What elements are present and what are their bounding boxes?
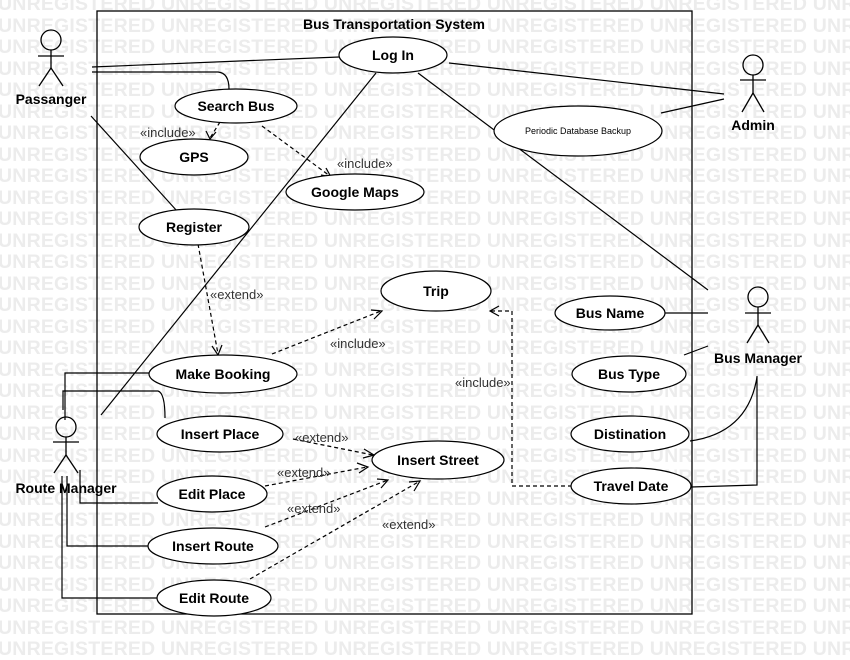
actor-label: Route Manager: [15, 480, 117, 496]
actor-label: Passanger: [16, 91, 87, 107]
use-case-bus-type[interactable]: Bus Type: [571, 355, 687, 393]
stick-figure-icon: [38, 29, 64, 87]
associations: [61, 56, 758, 599]
use-case-trip[interactable]: Trip: [380, 270, 492, 312]
use-case-google-maps[interactable]: Google Maps: [285, 173, 425, 211]
svg-text:Bus Name: Bus Name: [576, 305, 645, 321]
svg-text:Register: Register: [166, 219, 223, 235]
use-case-periodic-backup[interactable]: Periodic Database Backup: [493, 105, 663, 157]
stick-figure-icon: [745, 286, 771, 344]
stereo-extend-booking: «extend»: [210, 287, 264, 302]
actor-admin[interactable]: Admin: [731, 54, 775, 133]
svg-text:Distination: Distination: [594, 426, 666, 442]
stereo-include-gps: «include»: [140, 125, 196, 140]
svg-text:Search Bus: Search Bus: [197, 98, 274, 114]
svg-text:Bus Type: Bus Type: [598, 366, 660, 382]
actor-label: Bus Manager: [714, 350, 802, 366]
svg-text:GPS: GPS: [179, 149, 209, 165]
stick-figure-icon: [53, 416, 79, 474]
svg-text:Insert Route: Insert Route: [172, 538, 254, 554]
svg-text:Log In: Log In: [372, 47, 414, 63]
use-case-bus-name[interactable]: Bus Name: [554, 295, 666, 331]
svg-text:Trip: Trip: [423, 283, 449, 299]
svg-text:Periodic Database Backup: Periodic Database Backup: [525, 126, 631, 136]
use-case-destination[interactable]: Distination: [570, 415, 690, 453]
svg-text:Google Maps: Google Maps: [311, 184, 399, 200]
actor-route-manager[interactable]: Route Manager: [15, 416, 117, 496]
use-case-login[interactable]: Log In: [338, 36, 448, 74]
use-case-search-bus[interactable]: Search Bus: [174, 88, 298, 124]
svg-text:Travel Date: Travel Date: [594, 478, 669, 494]
use-case-insert-street[interactable]: Insert Street: [371, 440, 505, 480]
stereo-extend-editroute: «extend»: [382, 517, 436, 532]
stereo-extend-editplace: «extend»: [277, 465, 331, 480]
svg-text:Edit Place: Edit Place: [179, 486, 246, 502]
use-case-insert-route[interactable]: Insert Route: [147, 527, 279, 565]
stick-figure-icon: [740, 54, 766, 113]
stereo-include-trip: «include»: [330, 336, 386, 351]
use-case-travel-date[interactable]: Travel Date: [570, 467, 692, 505]
use-case-edit-route[interactable]: Edit Route: [156, 579, 272, 617]
use-case-make-booking[interactable]: Make Booking: [148, 354, 298, 394]
actor-label: Admin: [731, 117, 775, 133]
use-case-edit-place[interactable]: Edit Place: [156, 475, 268, 513]
svg-text:Edit Route: Edit Route: [179, 590, 249, 606]
stereotype-labels: «include» «include» «extend» «include» «…: [140, 125, 511, 532]
use-case-gps[interactable]: GPS: [139, 138, 249, 176]
actor-bus-manager[interactable]: Bus Manager: [714, 286, 803, 366]
dependencies: [197, 121, 572, 580]
svg-text:Insert Place: Insert Place: [181, 426, 260, 442]
stereo-extend-insertplace: «extend»: [295, 430, 349, 445]
svg-text:Insert Street: Insert Street: [397, 452, 479, 468]
system-title: Bus Transportation System: [303, 16, 485, 32]
actor-passenger[interactable]: Passanger: [16, 29, 87, 107]
stereo-include-maps: «include»: [337, 156, 393, 171]
stereo-include-traveldate: «include»: [455, 375, 511, 390]
stereo-extend-insertroute: «extend»: [287, 501, 341, 516]
use-case-insert-place[interactable]: Insert Place: [156, 415, 284, 453]
use-case-register[interactable]: Register: [138, 208, 250, 246]
svg-text:Make Booking: Make Booking: [176, 366, 271, 382]
